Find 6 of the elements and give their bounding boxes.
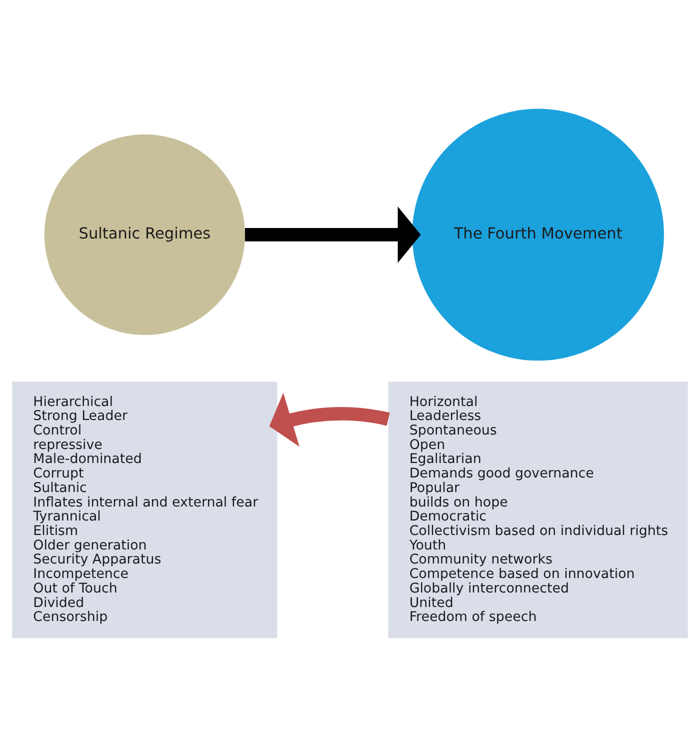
- node-box: Horizontal Leaderless Spontaneous Open Egalitarian Demands good governance Popular builds on hope Democratic Collectivism based on individual rights Youth Community networks Competence based on innovation Globally interconnected United Freedom of speech: [388, 382, 688, 638]
- arrow: [244, 206, 421, 263]
- arrow: [269, 392, 390, 447]
- node-circle: Sultanic Regimes: [44, 134, 245, 336]
- node-box: Hierarchical Strong Leader Control repressive Male-dominated Corrupt Sultanic Inflates internal and external fear Tyrannical Elitism Older generation Security Apparatus Incompetence Out of Touch Divided Censorship: [12, 382, 278, 638]
- node-circle: The Fourth Movement: [412, 108, 664, 361]
